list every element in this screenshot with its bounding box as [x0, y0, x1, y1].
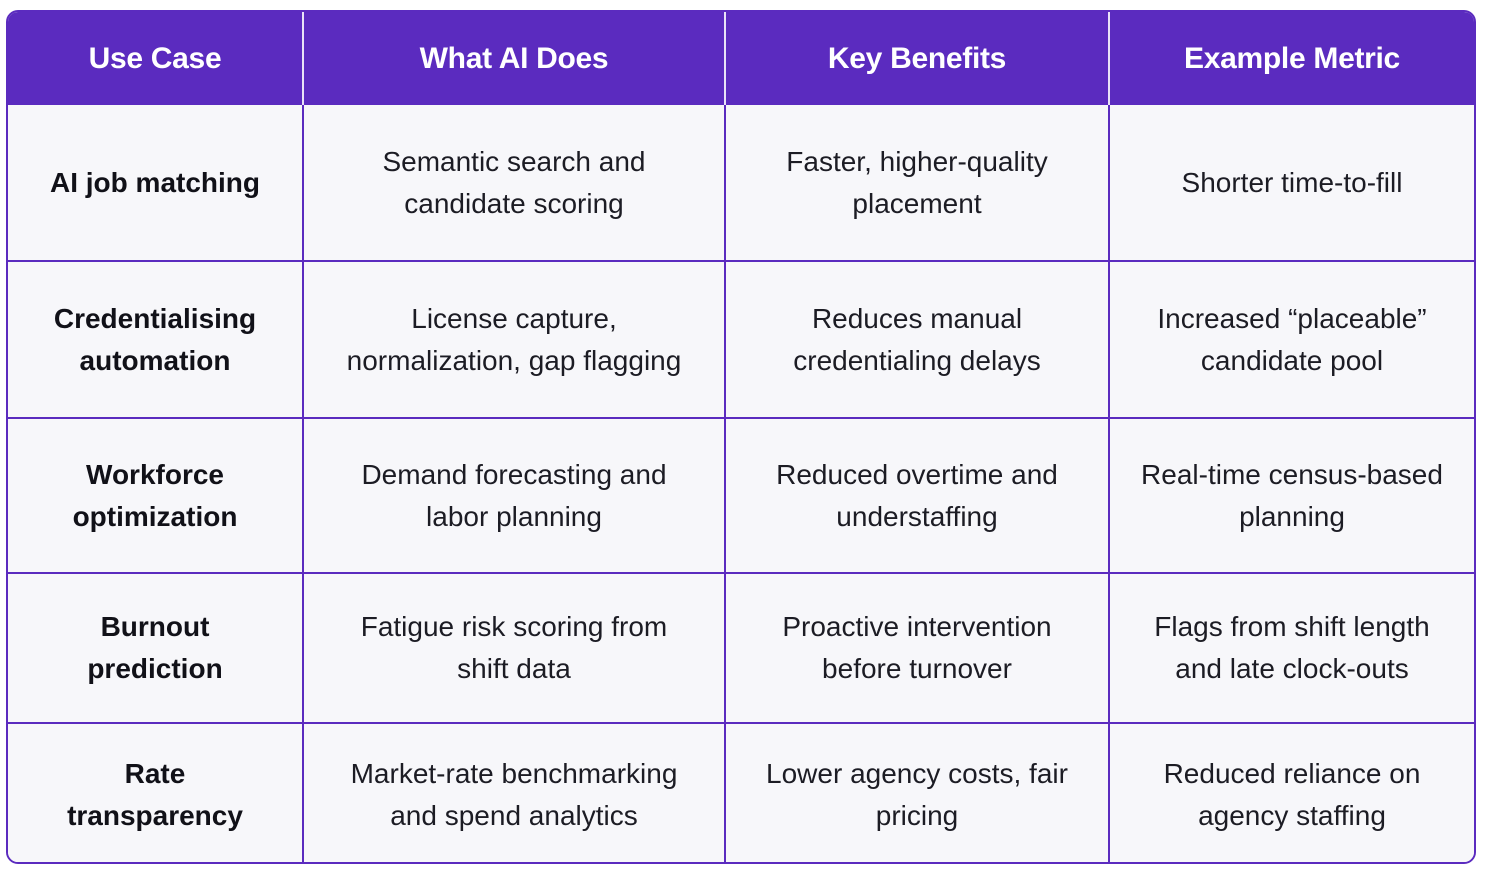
- cell-what-ai-does: Demand forecasting and labor planning: [302, 417, 726, 574]
- cell-example-metric: Flags from shift length and late clock-o…: [1108, 572, 1474, 724]
- cell-key-benefits: Reduces manual credentialing delays: [724, 260, 1110, 419]
- cell-key-benefits: Lower agency costs, fair pricing: [724, 722, 1110, 862]
- cell-what-ai-does: Fatigue risk scoring from shift data: [302, 572, 726, 724]
- header-use-case: Use Case: [8, 12, 304, 105]
- table-row: Rate transparency Market-rate benchmarki…: [8, 722, 1474, 862]
- cell-example-metric: Reduced reliance on agency staffing: [1108, 722, 1474, 862]
- cell-key-benefits: Proactive intervention before turnover: [724, 572, 1110, 724]
- table-body: AI job matching Semantic search and cand…: [8, 105, 1474, 862]
- cell-key-benefits: Faster, higher-quality placement: [724, 105, 1110, 262]
- table-header: Use Case What AI Does Key Benefits Examp…: [8, 12, 1474, 105]
- cell-use-case: Burnout prediction: [8, 572, 304, 724]
- cell-use-case: AI job matching: [8, 105, 304, 262]
- header-example-metric: Example Metric: [1109, 12, 1474, 105]
- cell-key-benefits: Reduced overtime and understaffing: [724, 417, 1110, 574]
- cell-example-metric: Shorter time-to-fill: [1108, 105, 1474, 262]
- cell-use-case: Workforce optimization: [8, 417, 304, 574]
- header-row: Use Case What AI Does Key Benefits Examp…: [8, 12, 1474, 105]
- table-row: Credentialising automation License captu…: [8, 260, 1474, 419]
- cell-what-ai-does: License capture, normalization, gap flag…: [302, 260, 726, 419]
- cell-what-ai-does: Semantic search and candidate scoring: [302, 105, 726, 262]
- header-key-benefits: Key Benefits: [725, 12, 1110, 105]
- table-row: AI job matching Semantic search and cand…: [8, 105, 1474, 262]
- table-row: Burnout prediction Fatigue risk scoring …: [8, 572, 1474, 724]
- cell-what-ai-does: Market-rate benchmarking and spend analy…: [302, 722, 726, 862]
- cell-use-case: Credentialising automation: [8, 260, 304, 419]
- table-row: Workforce optimization Demand forecastin…: [8, 417, 1474, 574]
- cell-use-case: Rate transparency: [8, 722, 304, 862]
- ai-use-case-table: Use Case What AI Does Key Benefits Examp…: [8, 12, 1474, 862]
- header-what-ai-does: What AI Does: [303, 12, 726, 105]
- cell-example-metric: Increased “placeable” candidate pool: [1108, 260, 1474, 419]
- ai-use-case-table-container: Use Case What AI Does Key Benefits Examp…: [6, 10, 1476, 864]
- cell-example-metric: Real-time census-based planning: [1108, 417, 1474, 574]
